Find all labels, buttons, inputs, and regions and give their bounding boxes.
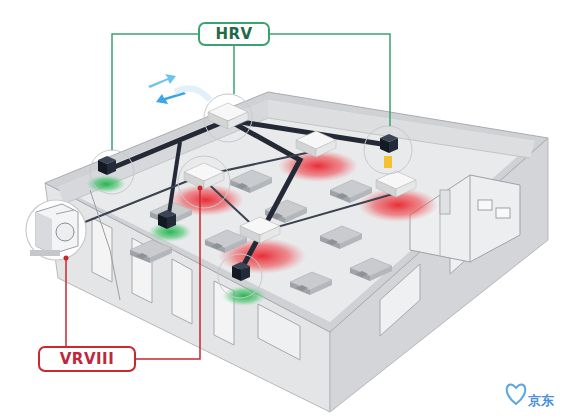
door	[172, 259, 192, 324]
highlight-circle	[178, 156, 230, 208]
refrigerant-pipe	[60, 150, 320, 232]
indoor-unit	[376, 171, 416, 197]
hrv-leader-line	[233, 46, 235, 94]
fresh-air-glow	[222, 286, 266, 306]
outdoor-unit	[36, 204, 78, 254]
glass-room	[410, 175, 520, 262]
back-left-wall	[58, 100, 268, 204]
monitor	[478, 200, 492, 210]
door	[92, 218, 112, 282]
vrv-leader-line	[65, 260, 67, 346]
watermark-logo	[507, 385, 525, 404]
fresh-air-glow	[86, 175, 126, 193]
back-right-wall	[268, 100, 535, 158]
airflow-arrow	[156, 92, 186, 104]
outdoor-grill	[56, 210, 74, 214]
wall-rim	[45, 92, 548, 332]
floor	[58, 100, 535, 322]
vent-cube	[158, 210, 176, 229]
highlight-circle	[364, 126, 412, 174]
desk	[350, 258, 392, 281]
air-duct	[112, 120, 228, 168]
indoor-unit	[184, 163, 224, 189]
highlight-circle	[90, 150, 134, 194]
desk	[290, 272, 332, 295]
pipe-drop	[90, 190, 120, 300]
window	[380, 264, 420, 336]
highlight-circle	[204, 94, 252, 142]
leader-dot	[64, 256, 69, 261]
air-duct	[228, 120, 300, 272]
indoor-unit	[240, 217, 280, 243]
desk	[130, 240, 172, 263]
yellow-damper	[384, 156, 392, 168]
vent-cube	[232, 262, 250, 281]
vrv-leader-line	[136, 190, 200, 359]
desk	[330, 180, 372, 203]
desk	[320, 226, 362, 249]
outdoor-unit-side	[36, 212, 52, 254]
outdoor-fan	[56, 223, 74, 241]
hrv-leader-line	[270, 34, 390, 126]
airflow-arrow	[148, 74, 176, 88]
indoor-unit	[296, 131, 336, 157]
vent-cube	[380, 134, 398, 153]
cabinet	[440, 190, 450, 214]
desk	[230, 170, 272, 193]
callout-text: VRVIII	[60, 350, 115, 368]
callout-box: VRVIII	[38, 346, 136, 372]
highlight-circle	[218, 254, 262, 298]
leader-dot	[198, 186, 203, 191]
callout-box: HRV	[198, 22, 270, 46]
airflow-stream	[175, 88, 210, 100]
outdoor-unit-circle	[26, 200, 86, 260]
hrv-unit	[208, 103, 248, 129]
partition-line	[470, 175, 471, 262]
callout-text: HRV	[215, 25, 252, 43]
watermark-text: 京东	[528, 392, 554, 410]
vent-cube	[98, 156, 116, 175]
outdoor-base	[30, 250, 60, 256]
window	[258, 304, 300, 360]
hrv-leader-line	[112, 34, 198, 150]
monitor	[496, 208, 510, 218]
